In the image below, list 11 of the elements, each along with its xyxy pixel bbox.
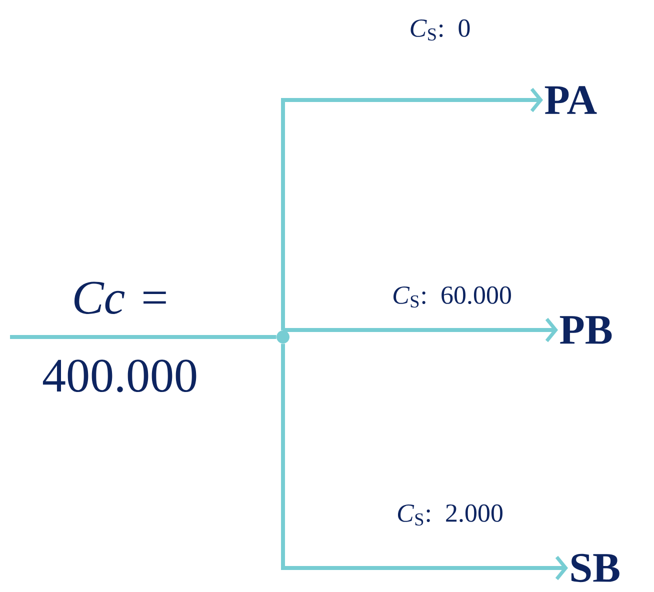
branch-label: PB bbox=[560, 316, 612, 344]
arrow bbox=[281, 318, 558, 342]
edge-label: C$_{S}$: 60.000 bbox=[393, 286, 511, 308]
branch-label: PA bbox=[544, 86, 597, 114]
junction-dot bbox=[276, 330, 290, 344]
edge-label: Cc = 400.000 bbox=[42, 282, 196, 392]
arrow bbox=[281, 344, 568, 580]
edge-label: C$_{S}$: 0 bbox=[410, 19, 470, 41]
branch-label: SB bbox=[571, 554, 620, 582]
edge-label: C$_{S}$: 2.000 bbox=[398, 504, 502, 526]
arrow bbox=[281, 88, 543, 330]
